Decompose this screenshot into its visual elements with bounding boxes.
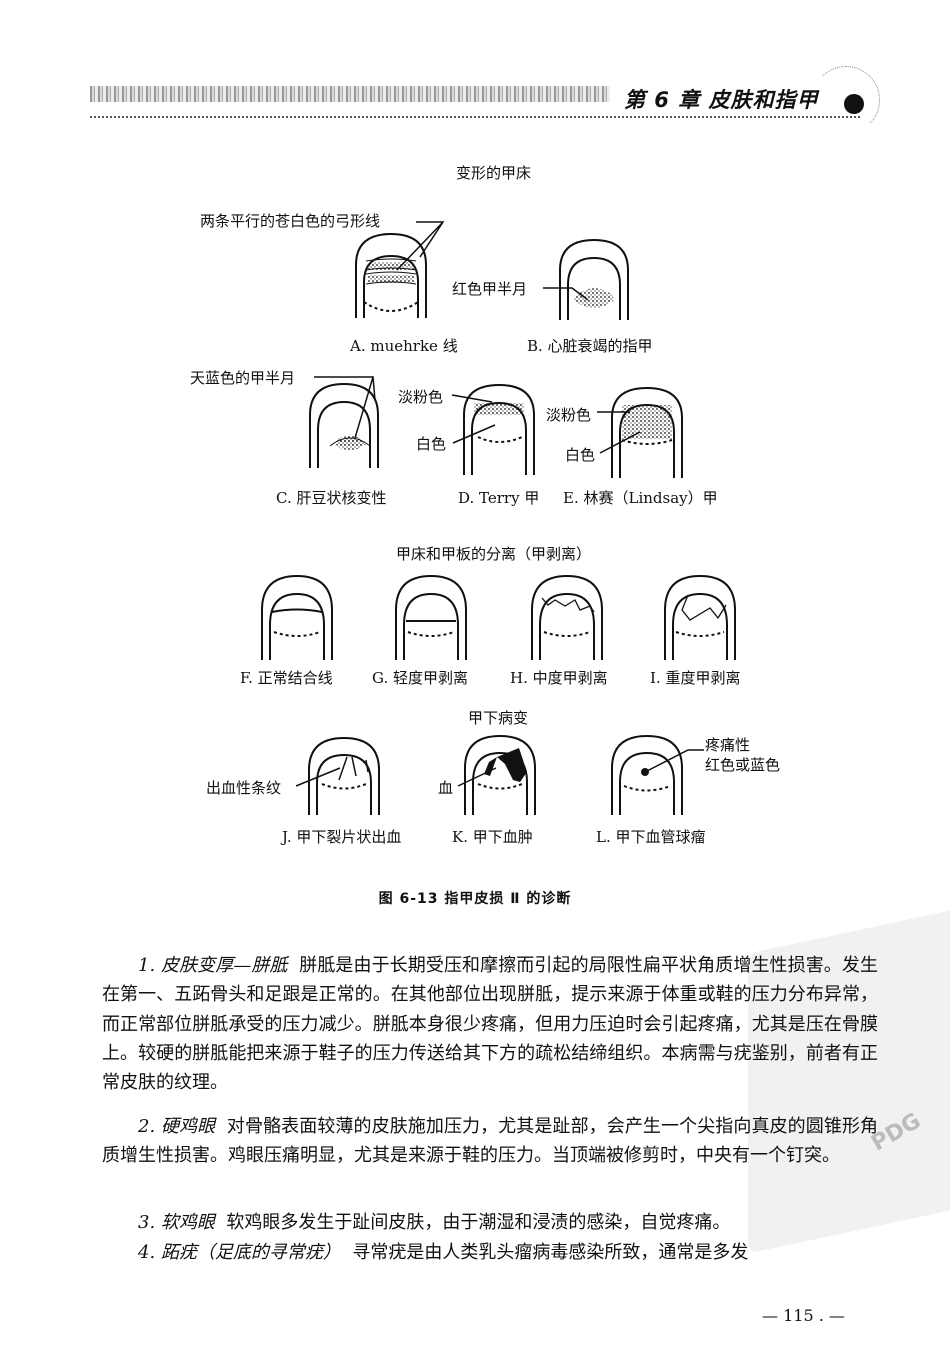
section-title-subungual: 甲下病变 bbox=[468, 709, 529, 727]
header-bullet-icon bbox=[844, 94, 864, 114]
paragraph-plantar-wart-heading: 4. 跖疣（足底的寻常疣） bbox=[138, 1242, 341, 1263]
paragraph-callus: 1. 皮肤变厚—胼胝 胼胝是由于长期受压和摩擦而引起的局限性扁平状角质增生性损害… bbox=[102, 951, 878, 1097]
annotation-pale-pink-e: 淡粉色 bbox=[546, 406, 592, 424]
paragraph-soft-corn: 3. 软鸡眼 软鸡眼多发生于趾间皮肤，由于潮湿和浸渍的感染，自觉疼痛。 bbox=[102, 1208, 878, 1237]
nail-label-e: E. 林赛（Lindsay）甲 bbox=[563, 489, 718, 507]
annotation-parallel-lines: 两条平行的苍白色的弓形线 bbox=[200, 212, 381, 230]
nail-b-drawing bbox=[543, 238, 629, 320]
paragraph-hard-corn-heading: 2. 硬鸡眼 bbox=[138, 1116, 216, 1137]
nail-label-a: A. muehrke 线 bbox=[350, 337, 458, 355]
nail-e-drawing bbox=[597, 386, 683, 478]
nail-label-k: K. 甲下血肿 bbox=[452, 828, 533, 846]
annotation-blood: 血 bbox=[438, 779, 454, 797]
nail-label-i: I. 重度甲剥离 bbox=[650, 669, 741, 687]
nail-f-drawing bbox=[261, 574, 333, 660]
paragraph-soft-corn-text: 软鸡眼多发生于趾间皮肤，由于潮湿和浸渍的感染，自觉疼痛。 bbox=[226, 1212, 731, 1233]
header-rule bbox=[90, 116, 860, 118]
nail-label-h: H. 中度甲剥离 bbox=[510, 669, 608, 687]
paragraph-plantar-wart: 4. 跖疣（足底的寻常疣） 寻常疣是由人类乳头瘤病毒感染所致，通常是多发 bbox=[102, 1238, 878, 1267]
annotation-hemorrhage-streak: 出血性条纹 bbox=[206, 779, 282, 797]
paragraph-hard-corn: 2. 硬鸡眼 对骨骼表面较薄的皮肤施加压力，尤其是趾部，会产生一个尖指向真皮的圆… bbox=[102, 1112, 878, 1171]
nail-a-drawing bbox=[355, 221, 445, 318]
page-number: — 115 . — bbox=[762, 1306, 845, 1325]
nail-label-l: L. 甲下血管球瘤 bbox=[596, 828, 706, 846]
header-decoration bbox=[90, 86, 610, 102]
nail-i-drawing bbox=[664, 574, 736, 660]
paragraph-soft-corn-heading: 3. 软鸡眼 bbox=[138, 1212, 215, 1233]
chapter-title: 第 6 章 皮肤和指甲 bbox=[624, 88, 819, 112]
annotation-white-e: 白色 bbox=[565, 446, 596, 464]
nail-d-drawing bbox=[451, 383, 535, 475]
nail-label-g: G. 轻度甲剥离 bbox=[372, 669, 468, 687]
nail-diagram-figure bbox=[261, 221, 736, 815]
paragraph-hard-corn-text: 对骨骼表面较薄的皮肤施加压力，尤其是趾部，会产生一个尖指向真皮的圆锥形角质增生性… bbox=[102, 1116, 878, 1167]
annotation-pale-pink-d: 淡粉色 bbox=[398, 388, 444, 406]
nail-label-j: J. 甲下裂片状出血 bbox=[282, 828, 402, 846]
section-title-deformed-bed: 变形的甲床 bbox=[456, 164, 532, 182]
annotation-sky-blue-lunula: 天蓝色的甲半月 bbox=[190, 369, 296, 387]
nail-l-drawing bbox=[611, 734, 704, 815]
nail-h-drawing bbox=[531, 574, 603, 660]
nail-j-drawing bbox=[295, 736, 380, 815]
figure-caption: 图 6-13 指甲皮损 Ⅱ 的诊断 bbox=[378, 891, 572, 907]
nail-g-drawing bbox=[395, 574, 467, 660]
paragraph-callus-heading: 1. 皮肤变厚—胼胝 bbox=[138, 955, 288, 976]
annotation-red-or-blue: 红色或蓝色 bbox=[705, 756, 781, 774]
nail-label-f: F. 正常结合线 bbox=[240, 669, 333, 687]
nail-k-drawing bbox=[457, 734, 536, 815]
nail-label-c: C. 肝豆状核变性 bbox=[276, 489, 387, 507]
nail-c-drawing bbox=[309, 376, 379, 468]
section-title-separation: 甲床和甲板的分离（甲剥离） bbox=[396, 545, 592, 563]
annotation-white-d: 白色 bbox=[416, 435, 447, 453]
nail-label-d: D. Terry 甲 bbox=[458, 489, 540, 507]
annotation-painful: 疼痛性 bbox=[705, 736, 751, 754]
paragraph-plantar-wart-text: 寻常疣是由人类乳头瘤病毒感染所致，通常是多发 bbox=[352, 1242, 749, 1263]
paragraph-callus-text: 胼胝是由于长期受压和摩擦而引起的局限性扁平状角质增生性损害。发生在第一、五跖骨头… bbox=[102, 955, 878, 1094]
annotation-red-lunula: 红色甲半月 bbox=[452, 280, 528, 298]
header-ring-decoration bbox=[812, 66, 880, 134]
nail-label-b: B. 心脏衰竭的指甲 bbox=[527, 337, 653, 355]
